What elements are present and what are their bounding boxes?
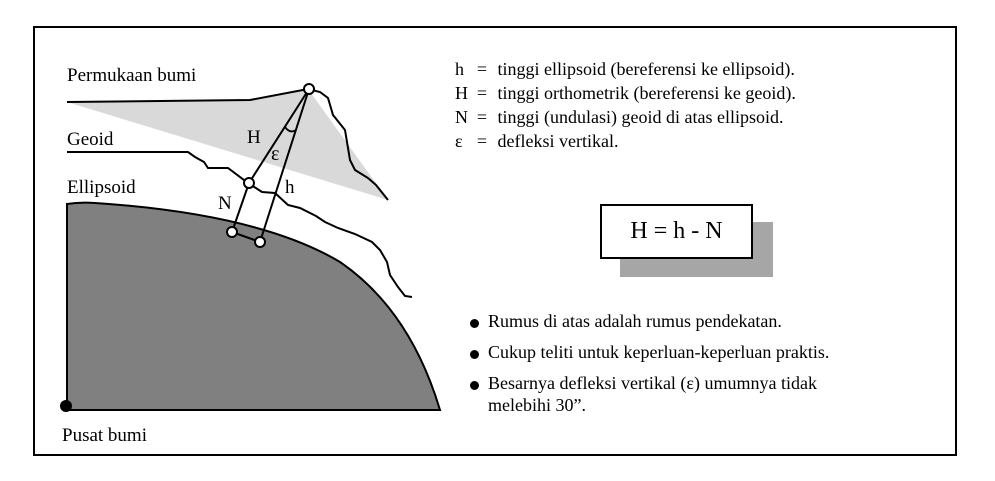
earth-center-point	[60, 400, 72, 412]
N-line	[231, 182, 250, 233]
definition-N: N = tinggi (undulasi) geoid di atas ellip…	[455, 107, 783, 128]
definition-symbol: N	[455, 107, 468, 127]
definition-text: defleksi vertikal.	[497, 131, 619, 151]
note-text: Rumus di atas adalah rumus pendekatan.	[488, 311, 782, 331]
deflection-arc	[284, 126, 297, 133]
equals-sign: =	[476, 131, 488, 151]
note-text: Cukup teliti untuk keperluan-keperluan p…	[488, 342, 830, 362]
note-1: Rumus di atas adalah rumus pendekatan.	[470, 310, 782, 332]
definition-text: tinggi (undulasi) geoid di atas ellipsoi…	[497, 107, 784, 127]
definition-symbol: h	[455, 59, 464, 79]
equals-sign: =	[476, 59, 488, 79]
formula-box: H = h - N	[600, 204, 753, 259]
note-text: Besarnya defleksi vertikal (ε) umumnya t…	[488, 373, 817, 393]
note-3: Besarnya defleksi vertikal (ε) umumnya t…	[470, 372, 817, 416]
center-label: Pusat bumi	[62, 425, 147, 446]
definition-symbol: ε	[455, 131, 463, 151]
definition-h: h = tinggi ellipsoid (bereferensi ke elli…	[455, 59, 795, 80]
formula-text: H = h - N	[630, 218, 723, 244]
definition-H: H = tinggi orthometrik (bereferensi ke ge…	[455, 83, 796, 104]
ellipsoid-label: Ellipsoid	[67, 177, 136, 198]
bullet-icon	[470, 381, 479, 390]
definition-text: tinggi orthometrik (bereferensi ke geoid…	[497, 83, 796, 103]
surface-point	[303, 83, 315, 95]
definition-text: tinggi ellipsoid (bereferensi ke ellipso…	[497, 59, 795, 79]
definition-epsilon: ε = defleksi vertikal.	[455, 131, 618, 152]
geoid-label: Geoid	[67, 129, 114, 150]
h-label: h	[285, 177, 295, 198]
H-line	[248, 88, 310, 184]
H-label: H	[247, 127, 261, 148]
h-line	[259, 88, 310, 243]
geoid-point	[243, 177, 255, 189]
note-text-continued: melebihi 30”.	[488, 395, 586, 415]
definition-symbol: H	[455, 83, 468, 103]
surface-label: Permukaan bumi	[67, 65, 197, 86]
note-2: Cukup teliti untuk keperluan-keperluan p…	[470, 341, 829, 363]
ellipsoid-shape	[66, 201, 442, 411]
figure-frame	[33, 26, 957, 456]
earth-surface-line	[66, 87, 389, 201]
equals-sign: =	[476, 107, 488, 127]
geoid-line	[67, 151, 413, 298]
ellipsoid-point-h	[254, 236, 266, 248]
equals-sign: =	[476, 83, 488, 103]
epsilon-label: ε	[271, 143, 280, 165]
surface-geoid-band	[67, 89, 388, 200]
ellipsoid-point-n	[226, 226, 238, 238]
N-label: N	[218, 193, 232, 214]
bullet-icon	[470, 350, 479, 359]
bullet-icon	[470, 319, 479, 328]
